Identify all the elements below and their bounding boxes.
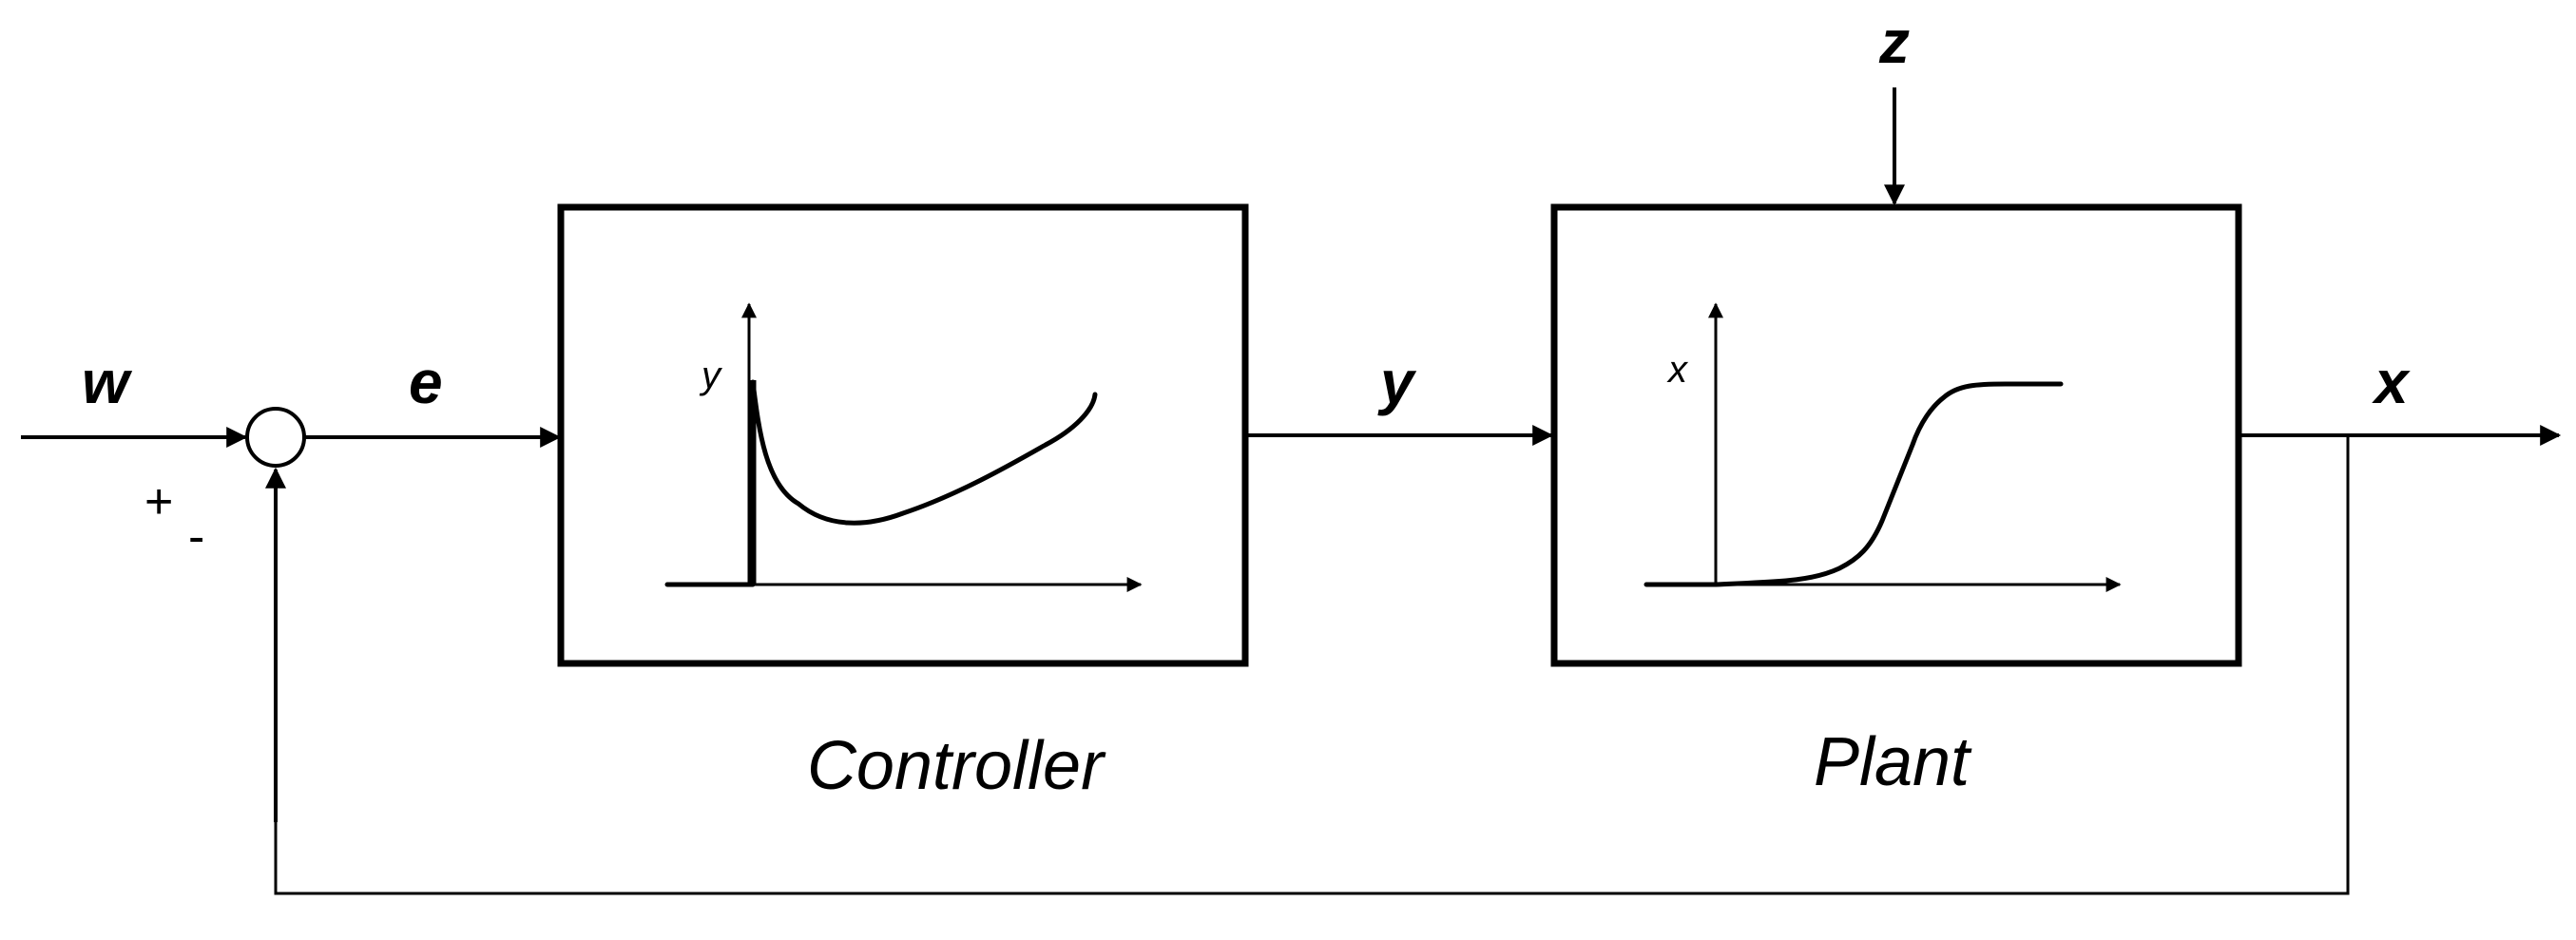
plant-response-graph: x: [1644, 302, 2122, 592]
summing-junction-plus: +: [144, 474, 173, 529]
signal-label-w: w: [82, 348, 133, 416]
controller-response-curve: [664, 379, 1098, 587]
plant-axis-label: x: [1666, 349, 1689, 391]
controller-axis-label: y: [699, 355, 723, 396]
controller-block: [557, 203, 1249, 667]
plant-response-curve: [1644, 381, 2064, 587]
signal-label-z: z: [1878, 8, 1910, 76]
controller-response-graph: y: [664, 302, 1143, 592]
signal-label-x: x: [2372, 348, 2411, 416]
signal-label-y: y: [1377, 348, 1417, 416]
signal-label-e: e: [409, 348, 443, 416]
plant-block: [1550, 203, 2242, 667]
feedback-path: [274, 437, 2350, 895]
controller-caption: Controller: [807, 728, 1106, 804]
summing-junction-minus: -: [188, 509, 204, 565]
summing-junction: [245, 407, 306, 468]
plant-caption: Plant: [1814, 724, 1972, 800]
